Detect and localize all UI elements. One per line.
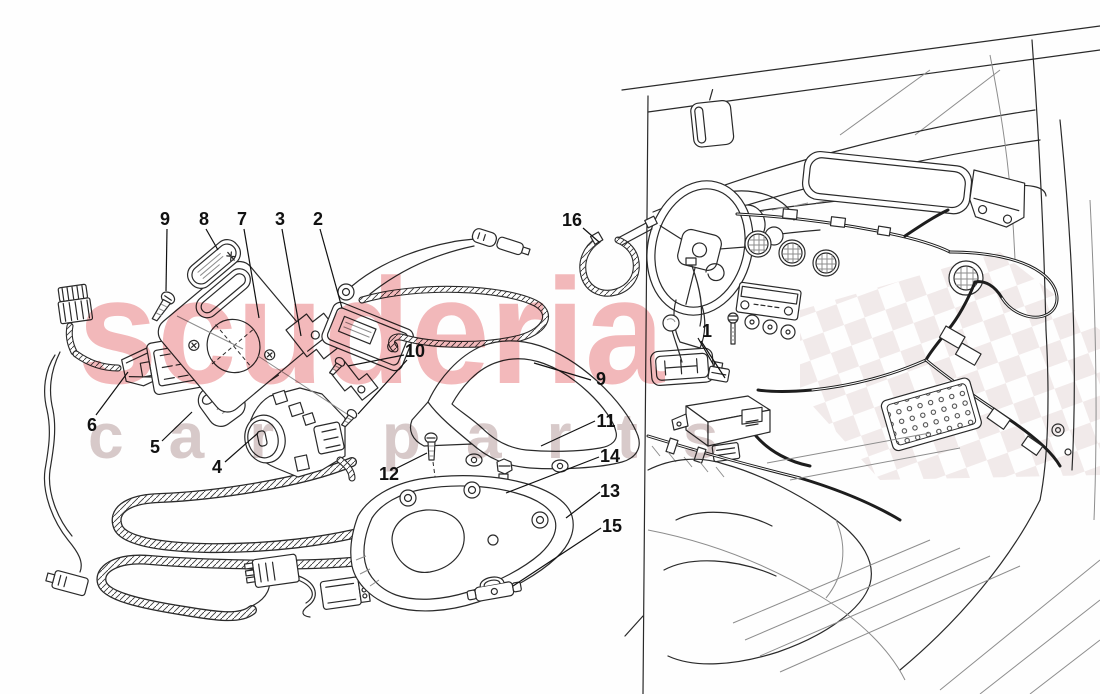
footrest-plate — [880, 377, 982, 452]
door-panel — [899, 119, 1100, 694]
steering-wheel — [646, 180, 754, 316]
mounting-plate — [157, 260, 310, 413]
part-number: 10 — [405, 341, 425, 361]
part-number: 6 — [87, 415, 97, 435]
part-number: 14 — [600, 446, 620, 466]
gear-shifter — [649, 314, 715, 386]
leader-line — [512, 527, 602, 587]
leader-line — [700, 340, 726, 379]
leader-line — [565, 491, 601, 519]
leader-line — [95, 371, 129, 416]
stud-10b — [340, 408, 358, 428]
leader-line — [161, 411, 193, 442]
rear-view-mirror — [690, 88, 735, 148]
part-number: 1 — [702, 321, 712, 341]
part-number: 2 — [313, 209, 323, 229]
console-trim-frame — [409, 340, 640, 473]
part-label-9: 9 — [160, 209, 170, 292]
part-label-8: 8 — [199, 209, 219, 251]
cable-tie — [579, 215, 658, 297]
console-bolt — [727, 312, 739, 345]
alarm-ecu-box — [671, 395, 771, 447]
leader-line — [281, 228, 302, 337]
part-label-11: 11 — [540, 411, 616, 447]
part-number: 8 — [199, 209, 209, 229]
stud-10a — [328, 356, 346, 376]
leader-line — [243, 228, 260, 319]
bullet-connector — [471, 228, 531, 256]
assembly-axis-1 — [176, 315, 244, 350]
screw-12 — [424, 432, 438, 461]
cable-clip — [466, 576, 522, 602]
leader-line — [505, 456, 600, 494]
part-number: 9 — [160, 209, 170, 229]
hvac-dials — [744, 314, 796, 340]
part-number: 11 — [596, 411, 615, 431]
part-number: 7 — [237, 209, 247, 229]
leader-line — [347, 354, 405, 367]
radio-unit — [735, 281, 802, 321]
part-label-1: 1 — [697, 321, 726, 379]
part-label-5: 5 — [150, 411, 193, 457]
console-base — [350, 475, 574, 612]
warning-plate — [186, 239, 242, 289]
air-vents — [744, 230, 984, 296]
part-label-4: 4 — [212, 432, 259, 477]
leader-line — [396, 452, 428, 469]
leader-line — [319, 228, 343, 309]
door-sill — [732, 432, 1021, 673]
car-interior-view — [621, 25, 1100, 694]
part-label-15: 15 — [512, 516, 622, 587]
part-label-9: 9 — [533, 362, 606, 389]
part-number: 13 — [600, 481, 620, 501]
airbag-bracket — [969, 169, 1026, 228]
part-number: 5 — [150, 437, 160, 457]
thin-wire-lead — [43, 351, 89, 597]
part-label-2: 2 — [313, 209, 343, 309]
leader-line — [533, 362, 592, 381]
part-number: 16 — [562, 210, 582, 230]
part-label-7: 7 — [237, 209, 260, 319]
leader-line — [165, 228, 168, 292]
assembly-axis-2 — [257, 355, 351, 417]
bracket-3b — [329, 360, 379, 401]
part-label-3: 3 — [275, 209, 302, 337]
checkered-flag-watermark — [800, 252, 1100, 480]
screw-9a — [151, 291, 176, 322]
part-label-12: 12 — [379, 452, 428, 484]
leader-line — [540, 420, 596, 447]
part-number: 3 — [275, 209, 285, 229]
part-number: 12 — [379, 464, 399, 484]
leader-line — [224, 432, 259, 463]
harness-connector-4pin — [243, 553, 300, 588]
part-label-13: 13 — [565, 481, 620, 519]
exploded-parts-view — [43, 215, 658, 622]
part-number: 4 — [212, 457, 222, 477]
part-number: 15 — [602, 516, 622, 536]
ignition-switch — [244, 387, 356, 482]
part-label-10: 10 — [347, 341, 425, 415]
steering-column — [673, 299, 706, 349]
part-label-14: 14 — [505, 446, 620, 494]
leader-line — [697, 337, 714, 365]
part-label-6: 6 — [87, 371, 129, 435]
leader-line — [582, 227, 600, 243]
center-tunnel — [624, 458, 906, 681]
immobilizer-module — [321, 228, 549, 372]
leader-line — [357, 359, 408, 415]
part-number: 9 — [596, 369, 606, 389]
leader-line — [205, 228, 219, 251]
windshield-and-pillars — [621, 25, 1100, 694]
part-label-16: 16 — [562, 210, 600, 243]
